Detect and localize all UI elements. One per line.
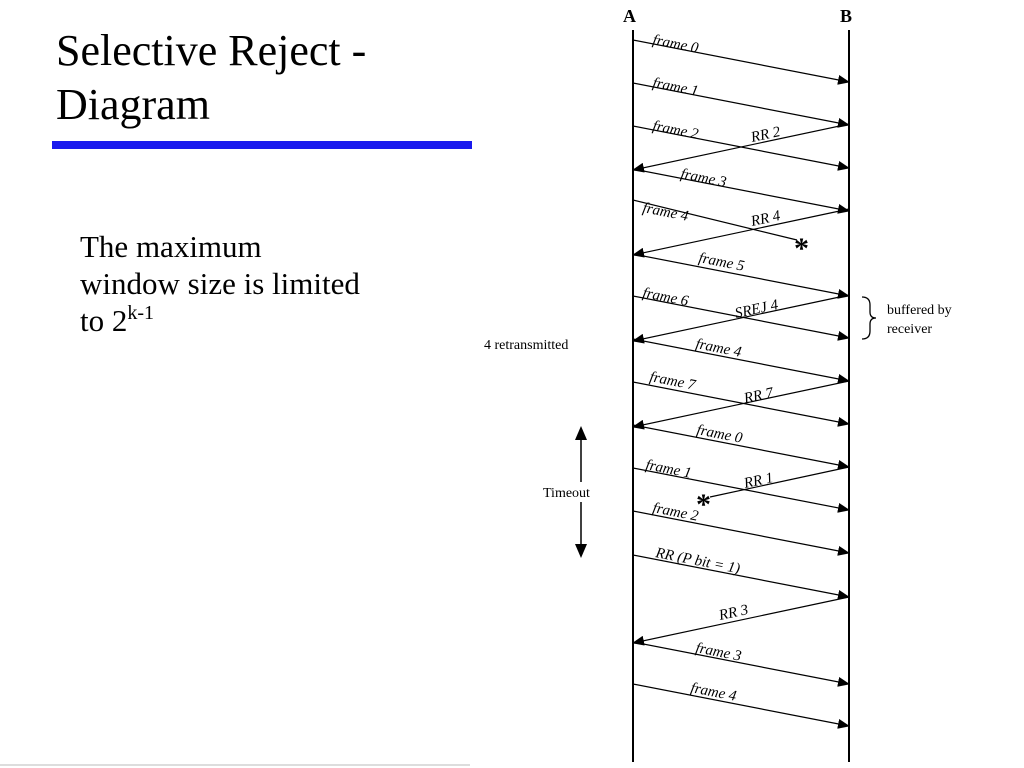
ack-label: RR 7 [742,385,777,407]
body-text: The maximum window size is limited to 2k… [80,228,460,339]
retransmit-note: 4 retransmitted [484,338,568,353]
ack-arrow: RR 7 [632,380,850,430]
body-line-3-prefix: to 2 [80,303,128,338]
frame-arrow: frame 7 [632,369,850,427]
body-line-1: The maximum [80,229,262,264]
station-b-label: B [840,6,852,26]
srej-label: SREJ 4 [734,297,781,322]
frame-label: frame 1 [651,75,699,100]
frame-label: frame 3 [694,640,742,665]
poll-arrow: RR (P bit = 1) [632,545,850,600]
buffered-brace [861,296,877,340]
frame-label: frame 2 [651,118,700,143]
frame-arrow: frame 2 [632,500,850,556]
footer-divider [0,764,470,766]
frame-label: frame 6 [641,285,690,310]
frame-arrow: frame 0 [632,32,850,85]
body-line-3: to 2k-1 [80,302,460,339]
frame-label: frame 2 [651,500,700,525]
title-underline [52,141,472,149]
lost-frame-marker: * [794,232,809,265]
title-line-1: Selective Reject - [56,26,367,75]
ack-arrow: RR 3 [632,596,850,646]
timeout-label: Timeout [543,486,590,501]
frame-label: frame 3 [679,166,727,191]
lost-ack-marker: * [696,488,711,521]
frame-label: frame 0 [695,422,744,447]
frame-label: frame 0 [651,32,700,57]
ack-arrow-lost: RR 1 * [696,466,850,521]
ack-label: RR 1 [742,470,775,492]
frame-arrow: frame 4 [632,680,850,729]
frame-arrow: frame 2 [632,118,850,171]
ack-label: RR 2 [749,124,783,146]
frame-arrow: frame 1 [632,75,850,128]
ack-label: RR 4 [749,208,783,230]
buffered-note-line-2: receiver [887,322,932,337]
timeout-down-arrow [575,544,587,558]
frame-label: frame 4 [689,680,738,705]
frame-label: frame 4 [694,336,743,361]
body-line-2: window size is limited [80,266,360,301]
ack-arrow: RR 4 [632,208,850,258]
timeout-up-arrow [575,426,587,440]
timeout-indicator: Timeout [538,426,626,558]
exponent: k-1 [127,302,155,324]
frame-label: frame 1 [644,457,692,482]
frame-label: frame 4 [641,200,690,225]
ack-label: RR 3 [717,602,750,624]
station-a-label: A [623,6,636,26]
buffered-note-line-1: buffered by [887,303,952,318]
slide-title: Selective Reject - Diagram [56,24,476,132]
poll-label: RR (P bit = 1) [653,545,741,577]
frame-arrow: frame 3 [632,640,850,687]
title-line-2: Diagram [56,80,210,129]
ack-arrow: RR 2 [632,123,850,173]
